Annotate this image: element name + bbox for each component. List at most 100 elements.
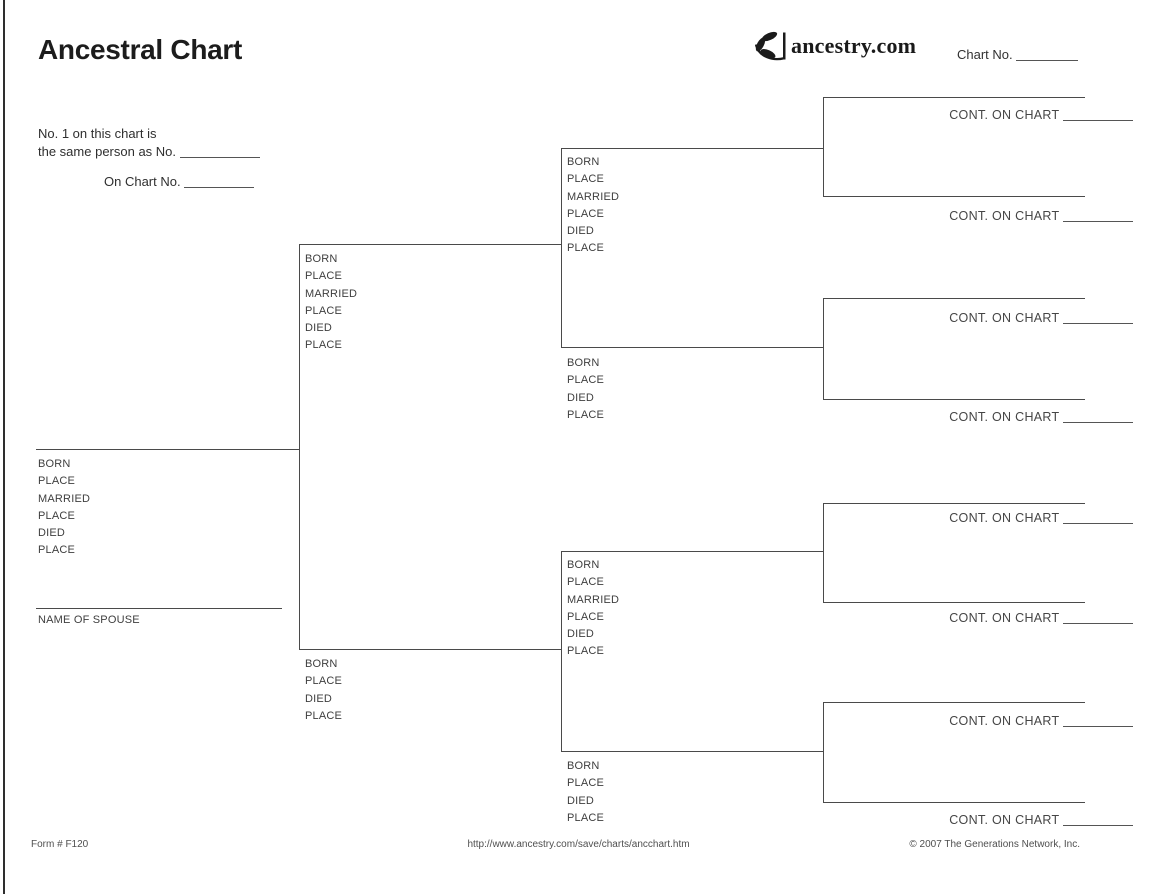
field-label: DIED xyxy=(567,794,595,807)
maternal-grandparents-connector-line xyxy=(560,551,562,751)
field-label: DIED xyxy=(305,692,333,705)
great-grandparents-bracket-3 xyxy=(823,503,1085,603)
cont-on-chart-label-1: CONT. ON CHART xyxy=(949,108,1133,122)
field-label: PLACE xyxy=(305,675,343,688)
cont-on-chart-text: CONT. ON CHART xyxy=(949,311,1060,325)
cont-on-chart-blank xyxy=(1063,221,1133,222)
field-label: PLACE xyxy=(38,475,76,488)
field-label: MARRIED xyxy=(305,287,358,300)
field-label: BORN xyxy=(567,760,600,772)
cont-on-chart-text: CONT. ON CHART xyxy=(949,813,1060,827)
field-label: BORN xyxy=(567,156,600,168)
name-of-spouse-label: NAME OF SPOUSE xyxy=(38,614,140,626)
great-grandparents-bracket-2 xyxy=(823,298,1085,400)
mother-name-line xyxy=(299,649,561,651)
chart-no-label: Chart No. xyxy=(957,47,1013,62)
cont-on-chart-label-3: CONT. ON CHART xyxy=(949,311,1133,325)
field-label: MARRIED xyxy=(567,593,620,606)
maternal-grandfather-fields: BORN PLACE MARRIED PLACE DIED PLACE xyxy=(567,557,619,661)
chart-no-blank xyxy=(1016,60,1079,61)
field-label: PLACE xyxy=(305,339,343,352)
chart-no-field: Chart No. xyxy=(957,47,1079,62)
cont-on-chart-text: CONT. ON CHART xyxy=(949,714,1060,728)
field-label: PLACE xyxy=(567,207,605,220)
intro-line-3-text: On Chart No. xyxy=(104,174,181,189)
cont-on-chart-label-8: CONT. ON CHART xyxy=(949,813,1133,827)
field-label: DIED xyxy=(38,527,66,540)
ancestry-leaf-icon xyxy=(753,31,789,61)
field-label: BORN xyxy=(305,253,338,265)
paternal-grandparents-connector-line xyxy=(560,148,562,347)
field-label: BORN xyxy=(567,559,600,571)
field-label: PLACE xyxy=(305,304,343,317)
cont-on-chart-label-2: CONT. ON CHART xyxy=(949,209,1133,223)
field-label: BORN xyxy=(567,357,600,369)
field-label: PLACE xyxy=(567,242,605,255)
intro-line-1: No. 1 on this chart is xyxy=(38,126,157,141)
footer-url: http://www.ancestry.com/save/charts/ancc… xyxy=(467,839,690,850)
field-label: PLACE xyxy=(305,709,343,722)
cont-on-chart-blank xyxy=(1063,825,1133,826)
field-label: PLACE xyxy=(567,610,605,623)
parents-connector-line xyxy=(298,244,300,650)
cont-on-chart-text: CONT. ON CHART xyxy=(949,511,1060,525)
cont-on-chart-text: CONT. ON CHART xyxy=(949,410,1060,424)
field-label: PLACE xyxy=(38,509,76,522)
field-label: DIED xyxy=(567,225,595,238)
field-label: PLACE xyxy=(567,777,605,790)
field-label: PLACE xyxy=(567,374,605,387)
cont-on-chart-blank xyxy=(1063,422,1133,423)
spouse-name-line xyxy=(36,608,282,610)
cont-on-chart-text: CONT. ON CHART xyxy=(949,209,1060,223)
mother-fields: BORN PLACE DIED PLACE xyxy=(305,656,342,725)
ancestry-logo-text: ancestry.com xyxy=(791,33,917,58)
page-left-border xyxy=(3,0,5,894)
maternal-grandmother-name-line xyxy=(561,751,823,753)
field-label: PLACE xyxy=(567,576,605,589)
field-label: PLACE xyxy=(567,811,605,824)
on-chart-no-blank xyxy=(184,187,255,188)
field-label: DIED xyxy=(305,322,333,335)
maternal-grandfather-name-line xyxy=(561,551,823,553)
footer-copyright: © 2007 The Generations Network, Inc. xyxy=(909,839,1080,850)
cont-on-chart-text: CONT. ON CHART xyxy=(949,108,1060,122)
page-title: Ancestral Chart xyxy=(38,34,243,65)
field-label: DIED xyxy=(567,391,595,404)
field-label: PLACE xyxy=(38,544,76,557)
paternal-grandfather-name-line xyxy=(561,148,823,150)
cont-on-chart-label-6: CONT. ON CHART xyxy=(949,611,1133,625)
field-label: PLACE xyxy=(567,173,605,186)
cont-on-chart-blank xyxy=(1063,726,1133,727)
cont-on-chart-text: CONT. ON CHART xyxy=(949,611,1060,625)
intro-line-2-text: the same person as No. xyxy=(38,143,177,159)
field-label: BORN xyxy=(305,658,338,670)
field-label: PLACE xyxy=(567,645,605,658)
cont-on-chart-blank xyxy=(1063,323,1133,324)
field-label: PLACE xyxy=(567,408,605,421)
maternal-grandmother-fields: BORN PLACE DIED PLACE xyxy=(567,758,604,827)
form-number: Form # F120 xyxy=(31,839,89,850)
field-label: MARRIED xyxy=(38,492,91,505)
cont-on-chart-label-7: CONT. ON CHART xyxy=(949,714,1133,728)
intro-note: No. 1 on this chart is the same person a… xyxy=(38,125,260,160)
ancestry-logo: ancestry.com xyxy=(753,30,916,62)
great-grandparents-bracket-4 xyxy=(823,702,1085,803)
father-fields: BORN PLACE MARRIED PLACE DIED PLACE xyxy=(305,251,357,355)
same-person-blank xyxy=(179,156,260,158)
person1-name-line xyxy=(36,449,299,451)
great-grandparents-bracket-1 xyxy=(823,97,1085,197)
paternal-grandfather-fields: BORN PLACE MARRIED PLACE DIED PLACE xyxy=(567,154,619,258)
field-label: DIED xyxy=(567,628,595,641)
father-name-line xyxy=(299,244,561,246)
field-label: MARRIED xyxy=(567,190,620,203)
cont-on-chart-blank xyxy=(1063,120,1133,121)
cont-on-chart-blank xyxy=(1063,623,1133,624)
cont-on-chart-label-5: CONT. ON CHART xyxy=(949,511,1133,525)
cont-on-chart-label-4: CONT. ON CHART xyxy=(949,410,1133,424)
intro-line-2: the same person as No. xyxy=(38,143,260,161)
intro-line-3: On Chart No. xyxy=(104,174,255,189)
paternal-grandmother-fields: BORN PLACE DIED PLACE xyxy=(567,355,604,424)
field-label: PLACE xyxy=(305,270,343,283)
